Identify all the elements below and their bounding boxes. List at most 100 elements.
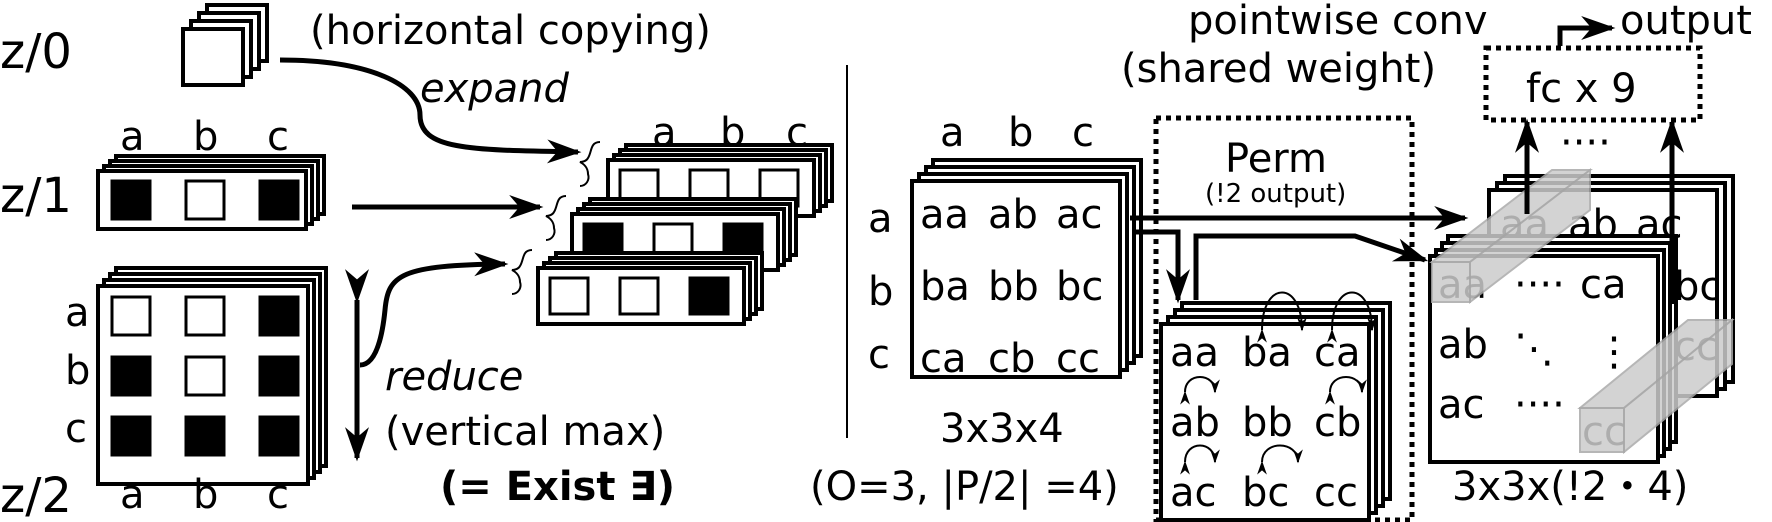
z1-col-letters: a b c xyxy=(120,114,289,160)
z0-stack xyxy=(181,3,269,87)
svg-text:c: c xyxy=(1072,110,1094,156)
perm-box xyxy=(1153,115,1415,522)
grid-to-perm-arrow xyxy=(1132,229,1190,304)
z2-cell xyxy=(110,355,152,397)
perm-cell-label: bb xyxy=(1242,400,1293,446)
perm-cell-label: cc xyxy=(1314,470,1358,516)
grid-dim-label: 3x3x4 xyxy=(940,406,1064,452)
svg-text:b: b xyxy=(193,114,218,160)
final-row-label: ab xyxy=(1438,322,1488,368)
svg-text:a: a xyxy=(120,472,145,518)
perm-cell-label: cb xyxy=(1314,400,1361,446)
svg-text:c: c xyxy=(868,332,890,378)
svg-text:a: a xyxy=(868,196,893,242)
z2-cell xyxy=(258,415,300,457)
fc-label: fc x 9 xyxy=(1526,66,1637,112)
copy-cell xyxy=(618,276,660,316)
grid-cell-label: aa xyxy=(920,192,969,238)
perm-to-final-arrow xyxy=(1193,233,1429,300)
final-row-label: ac xyxy=(1438,382,1485,428)
perm-cell-label: ba xyxy=(1242,330,1292,376)
shared-weight-label: (shared weight) xyxy=(1121,46,1436,92)
svg-text:b: b xyxy=(1008,110,1033,156)
vdots: ⋮ xyxy=(1594,329,1634,375)
copy-cell xyxy=(688,276,730,316)
svg-text:b: b xyxy=(193,472,218,518)
z2-col-letters: a b c xyxy=(120,472,289,518)
fc-box xyxy=(1483,45,1703,123)
z1-cell xyxy=(110,179,152,221)
svg-text:a: a xyxy=(940,110,965,156)
brace-1 xyxy=(579,141,601,187)
svg-text:a: a xyxy=(65,290,90,336)
z2-cell xyxy=(184,355,226,397)
svg-text:c: c xyxy=(267,472,289,518)
final-stack: aaabacbccc aaabaccacc········⋮⋱ xyxy=(1428,167,1735,464)
reduce-label: reduce xyxy=(385,354,523,400)
z2-cell xyxy=(258,295,300,337)
z1-cells xyxy=(110,179,300,221)
horizontal-copying-label: (horizontal copying) xyxy=(310,8,711,54)
left-panel: z/0 (horizontal copying) expand z/1 a b … xyxy=(0,3,834,522)
grid-cell-label: bc xyxy=(1056,264,1103,310)
z1-cell xyxy=(258,179,300,221)
copy-stack xyxy=(536,251,764,326)
top-ellipsis: ···· xyxy=(1560,120,1611,166)
copy-cell xyxy=(548,276,590,316)
copy-stacks xyxy=(536,143,834,326)
pointwise-conv-label: pointwise conv xyxy=(1188,0,1488,44)
gray-prism-left xyxy=(1429,167,1593,305)
output-label: output xyxy=(1620,0,1752,44)
z2-cell xyxy=(110,415,152,457)
grid-row-letters: a b c xyxy=(868,196,893,378)
ellipsis: ···· xyxy=(1514,262,1565,308)
reduce-arrow xyxy=(359,252,509,368)
perm-cell-label: ab xyxy=(1170,400,1220,446)
ellipsis: ···· xyxy=(1514,382,1565,428)
final-cell-label: ca xyxy=(1580,262,1627,308)
z2-cell xyxy=(184,415,226,457)
z2-row-letters: a b c xyxy=(65,290,90,452)
z2-label: z/2 xyxy=(0,468,72,522)
grid-cell-label: ca xyxy=(920,336,967,382)
z2-cell xyxy=(110,295,152,337)
z1-cell xyxy=(184,179,226,221)
final-back-label: bc xyxy=(1674,264,1721,310)
perm-sub-label: (!2 output) xyxy=(1205,179,1346,209)
svg-text:b: b xyxy=(65,348,90,394)
final-dim-label: 3x3x(!2・4) xyxy=(1452,464,1688,510)
grid-col-letters: a b c xyxy=(940,110,1094,156)
z1-label: z/1 xyxy=(0,168,72,224)
z2-stack xyxy=(96,266,328,486)
z0-label: z/0 xyxy=(0,24,72,80)
z1-stack xyxy=(96,154,326,231)
vertical-max-label: (vertical max) xyxy=(385,409,665,455)
expand-label: expand xyxy=(420,66,570,112)
grid-cell-label: cc xyxy=(1056,336,1100,382)
expand-arrow xyxy=(279,57,582,164)
svg-text:c: c xyxy=(267,114,289,160)
exist-label: (= Exist ∃) xyxy=(440,464,675,510)
brace-2 xyxy=(545,195,567,241)
grid-cell-label: ac xyxy=(1056,192,1103,238)
z2-cell xyxy=(184,295,226,337)
grid-cell-label: ab xyxy=(988,192,1038,238)
perm-label: Perm xyxy=(1225,136,1327,182)
svg-text:c: c xyxy=(65,406,87,452)
perm-cell-label: bc xyxy=(1242,470,1289,516)
svg-text:a: a xyxy=(120,114,145,160)
svg-text:b: b xyxy=(868,269,893,315)
grid-cell-label: ba xyxy=(920,264,970,310)
ddots: ⋱ xyxy=(1514,326,1554,372)
z2-cell xyxy=(258,355,300,397)
perm-cell-label: aa xyxy=(1170,330,1219,376)
grid-cell-label: bb xyxy=(988,264,1039,310)
output-arrow xyxy=(1557,16,1616,46)
grid-params-label: (O=3, |P/2| =4) xyxy=(810,464,1119,510)
